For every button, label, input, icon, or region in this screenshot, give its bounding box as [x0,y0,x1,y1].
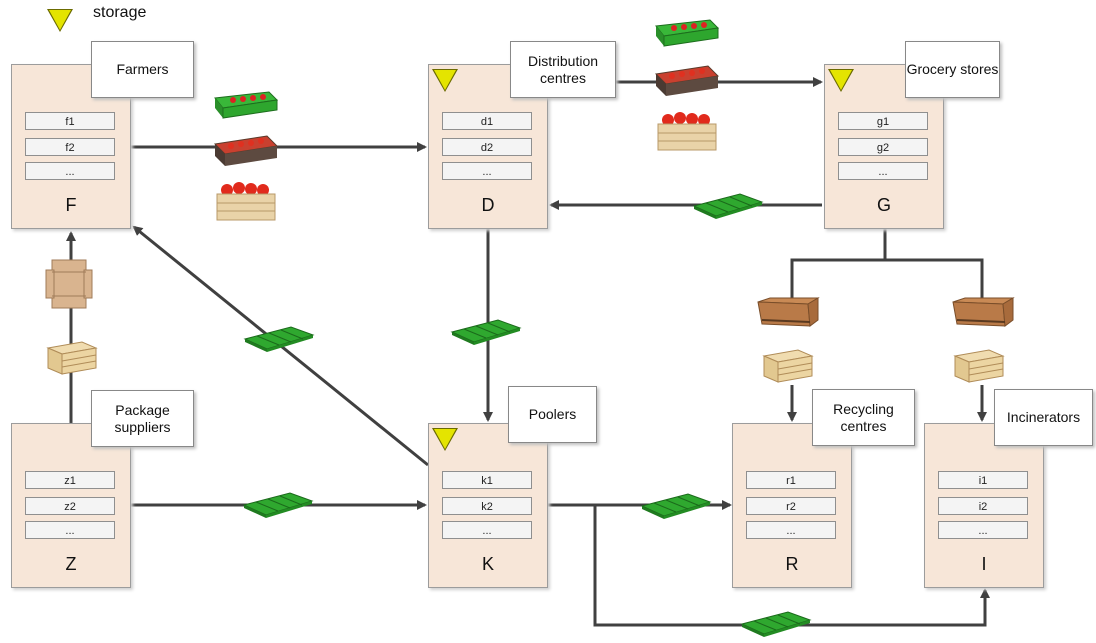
slot: ... [442,162,532,180]
label-poolers: Poolers [508,386,597,443]
node-letter: D [481,195,495,215]
node-recycling-centres: r1 r2 ... R [732,423,852,588]
empty-green-crate-icon [243,326,315,352]
label-distribution-centres: Distribution centres [510,41,616,98]
label-recycling-centres: Recycling centres [812,389,915,446]
slot: ... [442,521,532,539]
node-poolers: k1 k2 ... K [428,423,548,588]
label-grocery-stores: Grocery stores [905,41,1000,98]
slot: ... [838,162,928,180]
green-crate-icon [214,91,279,119]
wooden-crate-icon [953,349,1005,383]
slot: ... [25,521,115,539]
slot: f1 [25,112,115,130]
slot: ... [938,521,1028,539]
storage-icon [434,429,456,449]
slot: f2 [25,138,115,156]
storage-icon [830,70,852,90]
tomato-box-icon [654,65,720,96]
slot: g2 [838,138,928,156]
empty-green-crate-icon [242,492,314,518]
slot: d2 [442,138,532,156]
green-crate-icon [655,19,720,47]
wooden-crate-icon [46,341,98,375]
node-letter: Z [65,554,77,574]
node-distribution-centres: d1 d2 ... D [428,64,548,229]
empty-green-crate-icon [450,319,522,345]
slot: r1 [746,471,836,489]
node-letter: I [981,554,987,574]
arrow-g-split [790,228,887,298]
node-letter: F [65,195,77,215]
empty-green-crate-icon [740,611,812,637]
label-farmers: Farmers [91,41,194,98]
slot: ... [746,521,836,539]
label-incinerators: Incinerators [994,389,1093,446]
slot: i1 [938,471,1028,489]
wooden-tomato-crate-icon [216,182,276,221]
node-letter: K [481,554,494,574]
cardboard-tray-icon [757,297,820,327]
wooden-tomato-crate-icon [657,112,717,151]
tomato-box-icon [213,135,279,166]
slot: z1 [25,471,115,489]
storage-legend-label: storage [93,4,147,21]
empty-green-crate-icon [692,193,764,219]
storage-icon [434,70,456,90]
empty-green-crate-icon [640,493,712,519]
slot: d1 [442,112,532,130]
slot: k1 [442,471,532,489]
storage-legend-icon [49,10,71,30]
cardboard-tray-icon [952,297,1015,327]
node-letter: G [876,195,891,215]
cardboard-box-icon [45,259,93,309]
node-letter: R [785,554,799,574]
slot: r2 [746,497,836,515]
node-package-suppliers: z1 z2 ... Z [11,423,131,588]
node-incinerators: i1 i2 ... I [924,423,1044,588]
slot: z2 [25,497,115,515]
slot: g1 [838,112,928,130]
slot: i2 [938,497,1028,515]
label-package-suppliers: Package suppliers [91,390,194,447]
slot: k2 [442,497,532,515]
wooden-crate-icon [762,349,814,383]
slot: ... [25,162,115,180]
